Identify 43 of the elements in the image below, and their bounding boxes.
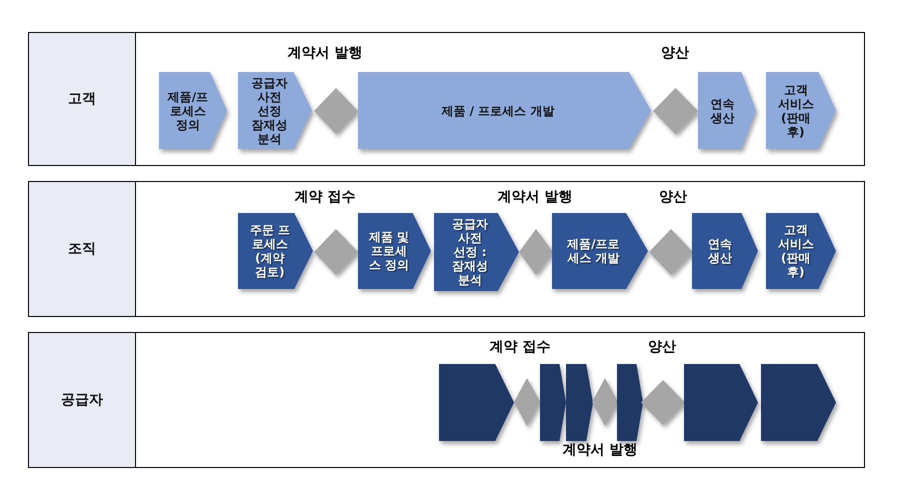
process-step-pentagon — [552, 213, 648, 289]
step-label: 고객 서비스 (판매 후) — [776, 223, 815, 279]
swimlane — [28, 32, 865, 166]
process-step-pentagon — [761, 364, 836, 441]
process-step-pentagon — [358, 213, 431, 289]
milestone-diamond — [592, 378, 618, 426]
step-label: 공급자 사전 선정 잠재성 분석 — [250, 76, 288, 146]
process-step-pentagon — [159, 72, 227, 149]
milestone-label: 계약서 발행 — [562, 441, 638, 459]
process-step-pentagon — [692, 213, 758, 289]
milestone-label: 계약 접수 — [490, 338, 550, 356]
milestone-label: 양산 — [648, 338, 676, 356]
process-step-pentagon — [439, 364, 514, 441]
step-label: 주문 프로세스(계약 검토) — [248, 223, 291, 279]
milestone-label: 계약서 발행 — [288, 44, 362, 62]
process-step-pentagon — [617, 364, 643, 441]
swimlane — [28, 181, 865, 317]
step-label: 고객 서비스 (판매 후) — [776, 82, 815, 138]
process-step-pentagon — [238, 72, 312, 149]
process-step-pentagon — [540, 364, 566, 441]
process-step-pentagon — [434, 213, 519, 291]
step-label: 제품/프로세스 개발 — [566, 237, 621, 265]
step-label: 제품/프로세스 정의 — [166, 90, 210, 132]
lane-header: 고객 — [29, 33, 136, 165]
milestone-label: 양산 — [661, 44, 689, 62]
process-step-pentagon — [766, 72, 836, 149]
milestone-label: 양산 — [659, 188, 687, 206]
process-step-pentagon — [684, 364, 758, 441]
process-step-pentagon — [238, 213, 313, 289]
process-step-pentagon — [766, 213, 836, 289]
milestone-label: 계약서 발행 — [498, 188, 572, 206]
step-label: 제품 및 프로세스 정의 — [368, 230, 410, 272]
step-label: 제품 / 프로세스 개발 — [440, 104, 556, 118]
step-label: 공급자 사전 선정 : 잠재성 분석 — [451, 217, 490, 287]
step-label: 연속 생산 — [710, 96, 736, 124]
process-step-pentagon — [566, 364, 593, 441]
lane-header: 조직 — [29, 182, 136, 316]
process-step-pentagon — [698, 72, 756, 149]
lane-header: 공급자 — [29, 333, 136, 467]
swimlane — [28, 332, 865, 468]
step-label: 연속 생산 — [707, 237, 734, 265]
process-step-pentagon — [358, 72, 651, 149]
milestone-label: 계약 접수 — [294, 188, 356, 206]
